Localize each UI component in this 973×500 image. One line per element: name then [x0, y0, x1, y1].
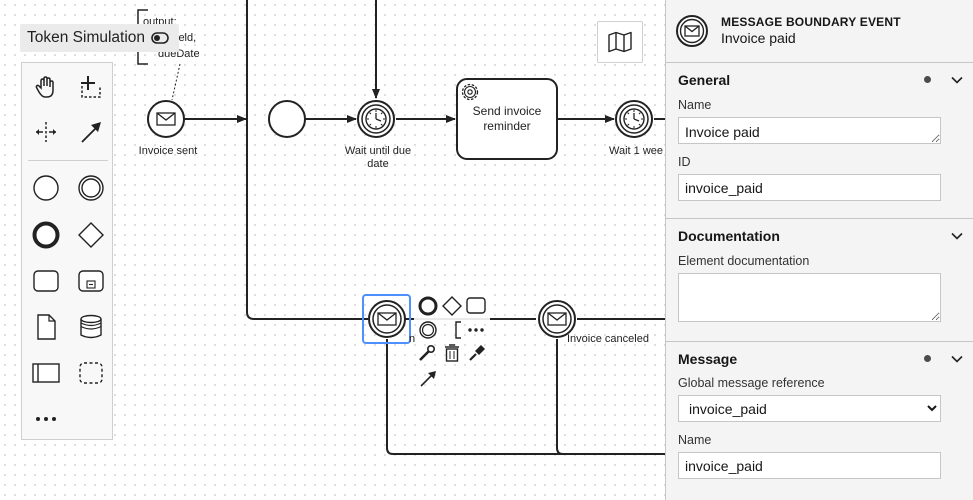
- message-name-input[interactable]: [678, 452, 941, 479]
- general-group: General Name Invoice paid ID: [666, 64, 973, 219]
- more-options-icon[interactable]: [468, 328, 484, 332]
- invoice-sent-event[interactable]: [147, 100, 185, 138]
- element-type: MESSAGE BOUNDARY EVENT: [721, 15, 901, 29]
- message-group: Message Global message reference invoice…: [666, 343, 973, 500]
- data-object-icon: [37, 314, 56, 340]
- invoice-paid-boundary-event[interactable]: [362, 294, 411, 344]
- hand-tool[interactable]: [29, 70, 63, 104]
- toggle-switch-icon[interactable]: [151, 32, 169, 44]
- invoice-canceled-event[interactable]: [538, 300, 576, 338]
- annotation-line-2: ield,: [176, 32, 196, 44]
- more-icon: [36, 417, 56, 421]
- lasso-icon: [81, 76, 101, 98]
- general-group-header[interactable]: General: [678, 64, 963, 95]
- global-connect-tool[interactable]: [74, 115, 108, 149]
- wait-until-due-label-1: Wait until due: [345, 145, 411, 157]
- minimap-toggle-button[interactable]: [597, 21, 643, 63]
- change-type-wrench-icon[interactable]: [419, 344, 435, 361]
- documentation-group-title: Documentation: [678, 227, 780, 244]
- message-name-label: Name: [678, 433, 712, 447]
- space-tool[interactable]: [29, 115, 63, 149]
- tool-palette: [21, 62, 113, 440]
- create-pool[interactable]: [29, 356, 63, 390]
- hand-icon: [35, 76, 54, 98]
- token-simulation-toggle[interactable]: Token Simulation: [20, 24, 180, 52]
- data-marker-dot: [924, 76, 931, 83]
- id-label: ID: [678, 155, 691, 169]
- send-invoice-reminder-task[interactable]: Send invoice reminder: [456, 78, 558, 160]
- wait-week-label: Wait 1 wee: [609, 145, 663, 157]
- send-reminder-label-2: reminder: [483, 119, 530, 133]
- general-group-title: General: [678, 71, 731, 88]
- partial-label: n: [409, 333, 415, 345]
- gateway-icon: [78, 222, 104, 248]
- append-intermediate-event-icon[interactable]: [419, 321, 437, 339]
- message-group-title: Message: [678, 350, 738, 367]
- data-store-icon: [80, 314, 102, 339]
- map-icon: [608, 31, 632, 53]
- documentation-group-header[interactable]: Documentation: [678, 220, 963, 251]
- properties-panel: MESSAGE BOUNDARY EVENT Invoice paid Gene…: [665, 0, 973, 500]
- send-reminder-label-1: Send invoice: [473, 104, 542, 118]
- create-data-store[interactable]: [74, 310, 108, 344]
- invoice-sent-label: Invoice sent: [139, 145, 198, 157]
- selection-outline: [362, 294, 411, 344]
- connect-arrow-icon[interactable]: [420, 371, 436, 387]
- chevron-down-icon: [951, 355, 963, 363]
- message-boundary-event-icon: [676, 15, 708, 47]
- chevron-down-icon: [951, 76, 963, 84]
- start-event-icon: [33, 175, 59, 201]
- bpmn-diagram[interactable]: output: ield, dueDate Invoice sent: [0, 0, 665, 500]
- name-label: Name: [678, 98, 712, 112]
- append-gateway-icon[interactable]: [442, 296, 462, 316]
- service-task-gear-icon: [461, 83, 479, 101]
- create-group[interactable]: [74, 356, 108, 390]
- element-name: Invoice paid: [721, 30, 796, 46]
- id-input[interactable]: [678, 174, 941, 201]
- wait-one-week-timer[interactable]: [615, 100, 653, 138]
- intermediate-event-icon: [78, 175, 104, 201]
- context-pad[interactable]: [414, 294, 490, 387]
- append-text-annotation-icon[interactable]: [455, 321, 461, 339]
- message-group-header[interactable]: Message: [678, 343, 963, 374]
- pool-icon: [32, 363, 60, 383]
- palette-separator: [28, 160, 108, 161]
- append-task-icon[interactable]: [466, 297, 486, 314]
- global-message-reference-label: Global message reference: [678, 376, 825, 390]
- append-end-event-icon[interactable]: [418, 296, 438, 316]
- name-input[interactable]: Invoice paid: [678, 117, 941, 144]
- wait-until-due-date-timer[interactable]: [357, 100, 395, 138]
- create-intermediate-event[interactable]: [74, 171, 108, 205]
- more-tools[interactable]: [29, 402, 63, 436]
- chevron-down-icon: [951, 232, 963, 240]
- wait-until-due-label-2: date: [367, 158, 388, 170]
- create-subprocess[interactable]: [74, 264, 108, 298]
- create-end-event[interactable]: [29, 218, 63, 252]
- color-brush-icon[interactable]: [469, 345, 485, 361]
- end-event-icon: [32, 221, 60, 249]
- create-gateway[interactable]: [74, 218, 108, 252]
- documentation-group: Documentation Element documentation: [666, 220, 973, 342]
- lasso-tool[interactable]: [74, 70, 108, 104]
- sequence-flows: [184, 0, 665, 455]
- task-icon: [33, 270, 59, 292]
- subprocess-icon: [78, 270, 104, 292]
- documentation-textarea[interactable]: [678, 273, 941, 322]
- documentation-label: Element documentation: [678, 254, 810, 268]
- modeling-canvas[interactable]: output: ield, dueDate Invoice sent: [0, 0, 665, 500]
- global-message-reference-select[interactable]: invoice_paid: [678, 395, 941, 422]
- data-marker-dot: [924, 355, 931, 362]
- space-tool-icon: [36, 122, 56, 142]
- create-start-event[interactable]: [29, 171, 63, 205]
- blank-event[interactable]: [268, 100, 306, 138]
- panel-header: MESSAGE BOUNDARY EVENT Invoice paid: [666, 0, 973, 63]
- create-data-object[interactable]: [29, 310, 63, 344]
- delete-trash-icon[interactable]: [445, 344, 459, 362]
- token-simulation-label: Token Simulation: [27, 29, 146, 46]
- group-icon: [79, 362, 103, 384]
- connect-arrow-icon: [81, 122, 101, 143]
- create-task[interactable]: [29, 264, 63, 298]
- invoice-canceled-label: Invoice canceled: [567, 333, 649, 345]
